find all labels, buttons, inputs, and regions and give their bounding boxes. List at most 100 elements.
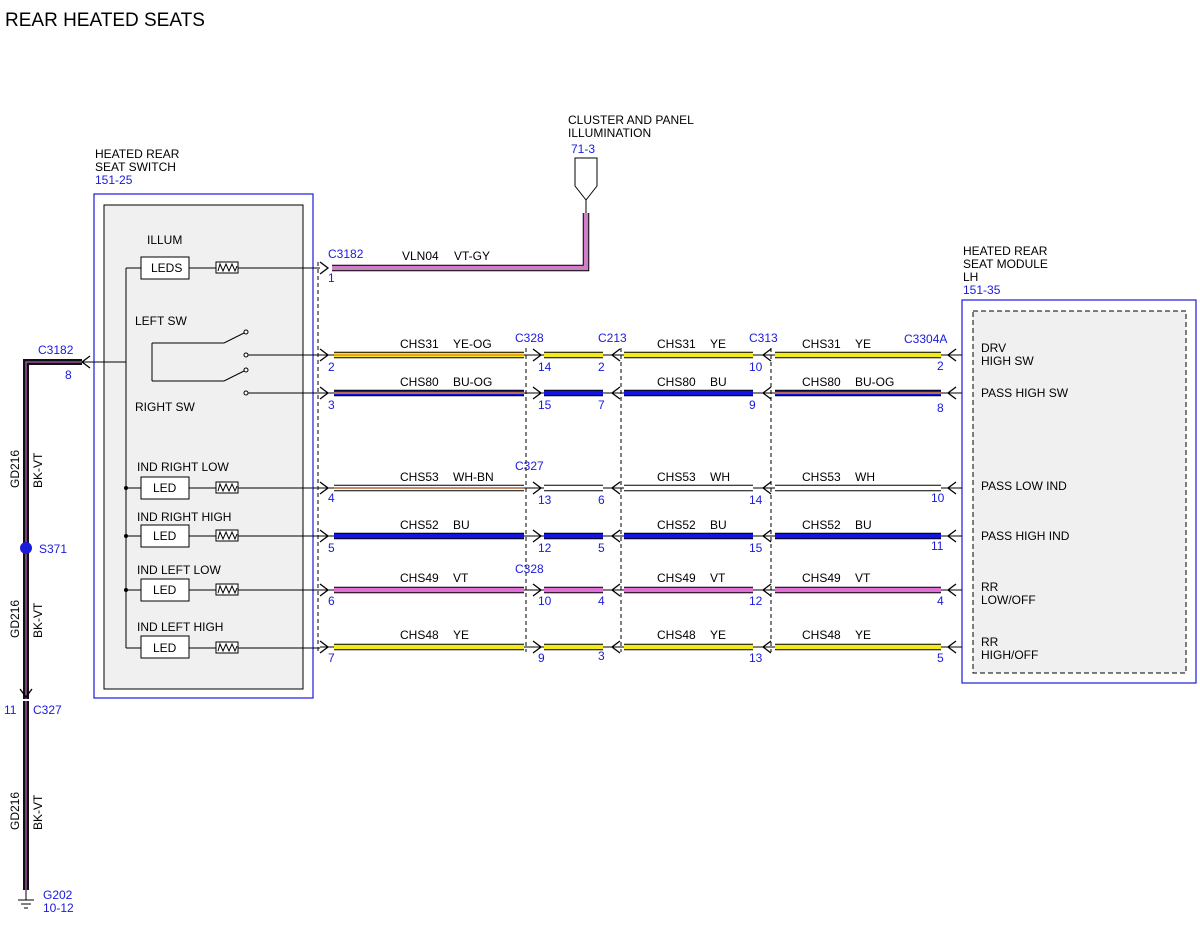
pin-arrow-icon	[761, 529, 772, 543]
pin-arrow-icon	[610, 348, 621, 362]
func-pass-high-sw: PASS HIGH SW	[981, 386, 1069, 400]
func-rr-high-line-1: RR	[981, 635, 999, 649]
pin-arrow-icon	[946, 640, 957, 654]
pin-arrow-icon	[532, 583, 543, 597]
pin-label: 13	[538, 493, 552, 507]
pin-arrow-icon	[319, 481, 330, 495]
module-inner-box	[972, 310, 1187, 674]
row-chs48-circuit-1: CHS48	[400, 628, 439, 642]
pin-label: 2	[598, 360, 605, 374]
pin-label: 2	[937, 359, 944, 373]
pin-arrow-icon	[761, 640, 772, 654]
row-chs49-color-2: VT	[710, 571, 726, 585]
pin-arrow-icon	[610, 640, 621, 654]
pin-label: 15	[749, 541, 763, 555]
row-chs31-circuit-2: CHS31	[657, 337, 696, 351]
pin-arrow-icon	[319, 529, 330, 543]
ground-wire	[23, 359, 82, 890]
pin-label: 10	[931, 491, 945, 505]
left-sw-label: LEFT SW	[135, 314, 187, 328]
row-chs53-circuit-2: CHS53	[657, 470, 696, 484]
ind-left-high-led: LED	[153, 641, 177, 655]
pin-label: 7	[598, 398, 605, 412]
func-pass-high-ind: PASS HIGH IND	[981, 529, 1070, 543]
pin-arrow-icon	[761, 386, 772, 400]
row-chs52-color-2: BU	[710, 518, 727, 532]
illum-wire	[332, 213, 590, 272]
cluster-name-line-1: CLUSTER AND PANEL	[568, 113, 694, 127]
illum-pin-label: 1	[328, 271, 335, 285]
row-chs48-color-3: YE	[855, 628, 871, 642]
pin-arrow-icon	[532, 348, 543, 362]
row-chs52-circuit-2: CHS52	[657, 518, 696, 532]
row-chs49-circuit-3: CHS49	[802, 571, 841, 585]
gd216-label-1: GD216	[8, 450, 22, 488]
resistor-icon	[215, 641, 239, 654]
circuit-wires	[319, 348, 962, 654]
connector-c327: C327	[515, 459, 544, 473]
row-chs49-color-1: VT	[453, 571, 469, 585]
pin-label: 14	[749, 493, 763, 507]
ind-left-high: IND LEFT HIGH LED	[126, 620, 320, 659]
ind-right-low-led: LED	[153, 481, 177, 495]
illum-circuit-label: VLN04	[402, 249, 439, 263]
resistor-icon	[215, 583, 239, 596]
pin-arrow-icon	[946, 386, 957, 400]
ind-right-low: IND RIGHT LOW LED	[124, 460, 320, 500]
splice-s371-icon	[20, 542, 32, 554]
pin-label: 3	[328, 398, 335, 412]
row-chs31-color-1: YE-OG	[453, 337, 492, 351]
bkvt-label-3: BK-VT	[31, 794, 45, 830]
pin-arrow-icon	[761, 348, 772, 362]
leds-label: LEDS	[151, 261, 182, 275]
func-drv-line-2: HIGH SW	[981, 354, 1034, 368]
pin-label: 7	[328, 651, 335, 665]
ground-connector-top-pin: 8	[65, 368, 72, 382]
cluster-ref: 71-3	[571, 142, 595, 156]
ground-connector-bottom-pin: 11	[4, 703, 17, 717]
module-name-line-3: LH	[963, 270, 978, 284]
illum-connector-label: C3182	[328, 247, 364, 261]
row-chs31-color-3: YE	[855, 337, 871, 351]
ind-right-high: IND RIGHT HIGH LED	[124, 510, 320, 548]
row-chs52-color-3: BU	[855, 518, 872, 532]
pin-arrow-icon	[610, 583, 621, 597]
pin-label: 8	[937, 401, 944, 415]
splice-s371-label: S371	[39, 542, 67, 556]
pin-arrow-icon	[532, 640, 543, 654]
pin-label: 12	[538, 541, 552, 555]
pin-arrow-icon	[946, 529, 957, 543]
bkvt-label-1: BK-VT	[31, 452, 45, 488]
switch-name-line-1: HEATED REAR	[95, 147, 180, 161]
resistor-icon	[215, 481, 239, 494]
bkvt-label-2: BK-VT	[31, 602, 45, 638]
pin-label: 14	[538, 360, 552, 374]
ind-left-low-led: LED	[153, 583, 177, 597]
connector-c3304a: C3304A	[904, 332, 947, 346]
cluster-illumination-component: CLUSTER AND PANEL ILLUMINATION 71-3	[568, 113, 694, 213]
pin-label: 9	[749, 398, 756, 412]
illum-color-label: VT-GY	[454, 249, 490, 263]
pin-label: 10	[749, 360, 763, 374]
row-chs80-circuit-2: CHS80	[657, 375, 696, 389]
pin-label: 13	[749, 651, 763, 665]
pin-arrow-icon	[946, 348, 957, 362]
diagram-title: REAR HEATED SEATS	[5, 10, 205, 31]
pin-label: 11	[931, 539, 944, 553]
module-name-line-2: SEAT MODULE	[963, 257, 1048, 271]
pin-label: 2	[328, 360, 335, 374]
ind-left-low: IND LEFT LOW LED	[124, 563, 320, 602]
connector-c328-top: C328	[515, 331, 544, 345]
pin-arrow-icon	[532, 529, 543, 543]
pin-arrow-icon	[946, 481, 957, 495]
row-chs48: CHS48 YE CHS48 YE CHS48 YE 7 9 3 13 5	[328, 628, 944, 665]
pin-label: 6	[598, 493, 605, 507]
row-chs53-color-2: WH	[710, 470, 730, 484]
pin-arrow-icon	[761, 481, 772, 495]
func-rr-low-line-2: LOW/OFF	[981, 593, 1036, 607]
func-rr-low-line-1: RR	[981, 580, 999, 594]
gd216-label-3: GD216	[8, 792, 22, 830]
pin-arrow-icon	[761, 583, 772, 597]
row-chs31: CHS31 YE-OG CHS31 YE CHS31 YE 2 14 2 10 …	[328, 337, 944, 374]
row-chs48-circuit-2: CHS48	[657, 628, 696, 642]
